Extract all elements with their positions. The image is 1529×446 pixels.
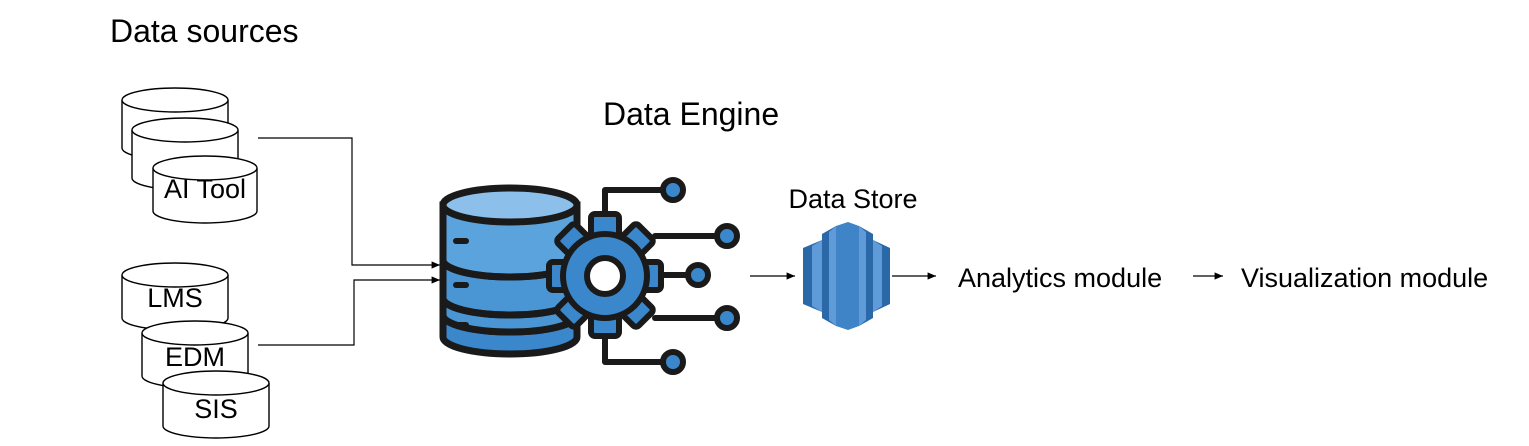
data-engine-title: Data Engine <box>603 96 779 132</box>
database-cylinder-icon <box>162 370 270 439</box>
gear-icon <box>546 211 664 339</box>
data-store-label: Data Store <box>788 184 917 214</box>
database-cylinder-icon <box>152 155 258 224</box>
source-group-bottom <box>121 262 270 439</box>
lms-label: LMS <box>147 283 203 313</box>
database-stack-icon <box>439 184 581 358</box>
data-sources-title: Data sources <box>110 13 299 49</box>
data-store-icon <box>803 222 890 330</box>
connector-bottom-sources <box>258 276 440 346</box>
sis-label: SIS <box>194 394 238 424</box>
edm-label: EDM <box>165 342 225 372</box>
ai-tool-label: AI Tool <box>164 174 246 204</box>
connector-top-sources <box>258 137 440 269</box>
source-group-top <box>121 87 258 224</box>
circuit-nodes <box>660 177 740 375</box>
data-engine-icon <box>439 177 740 375</box>
visualization-module-label: Visualization module <box>1241 263 1488 293</box>
database-cylinder-icon <box>121 262 229 331</box>
analytics-module-label: Analytics module <box>958 263 1162 293</box>
